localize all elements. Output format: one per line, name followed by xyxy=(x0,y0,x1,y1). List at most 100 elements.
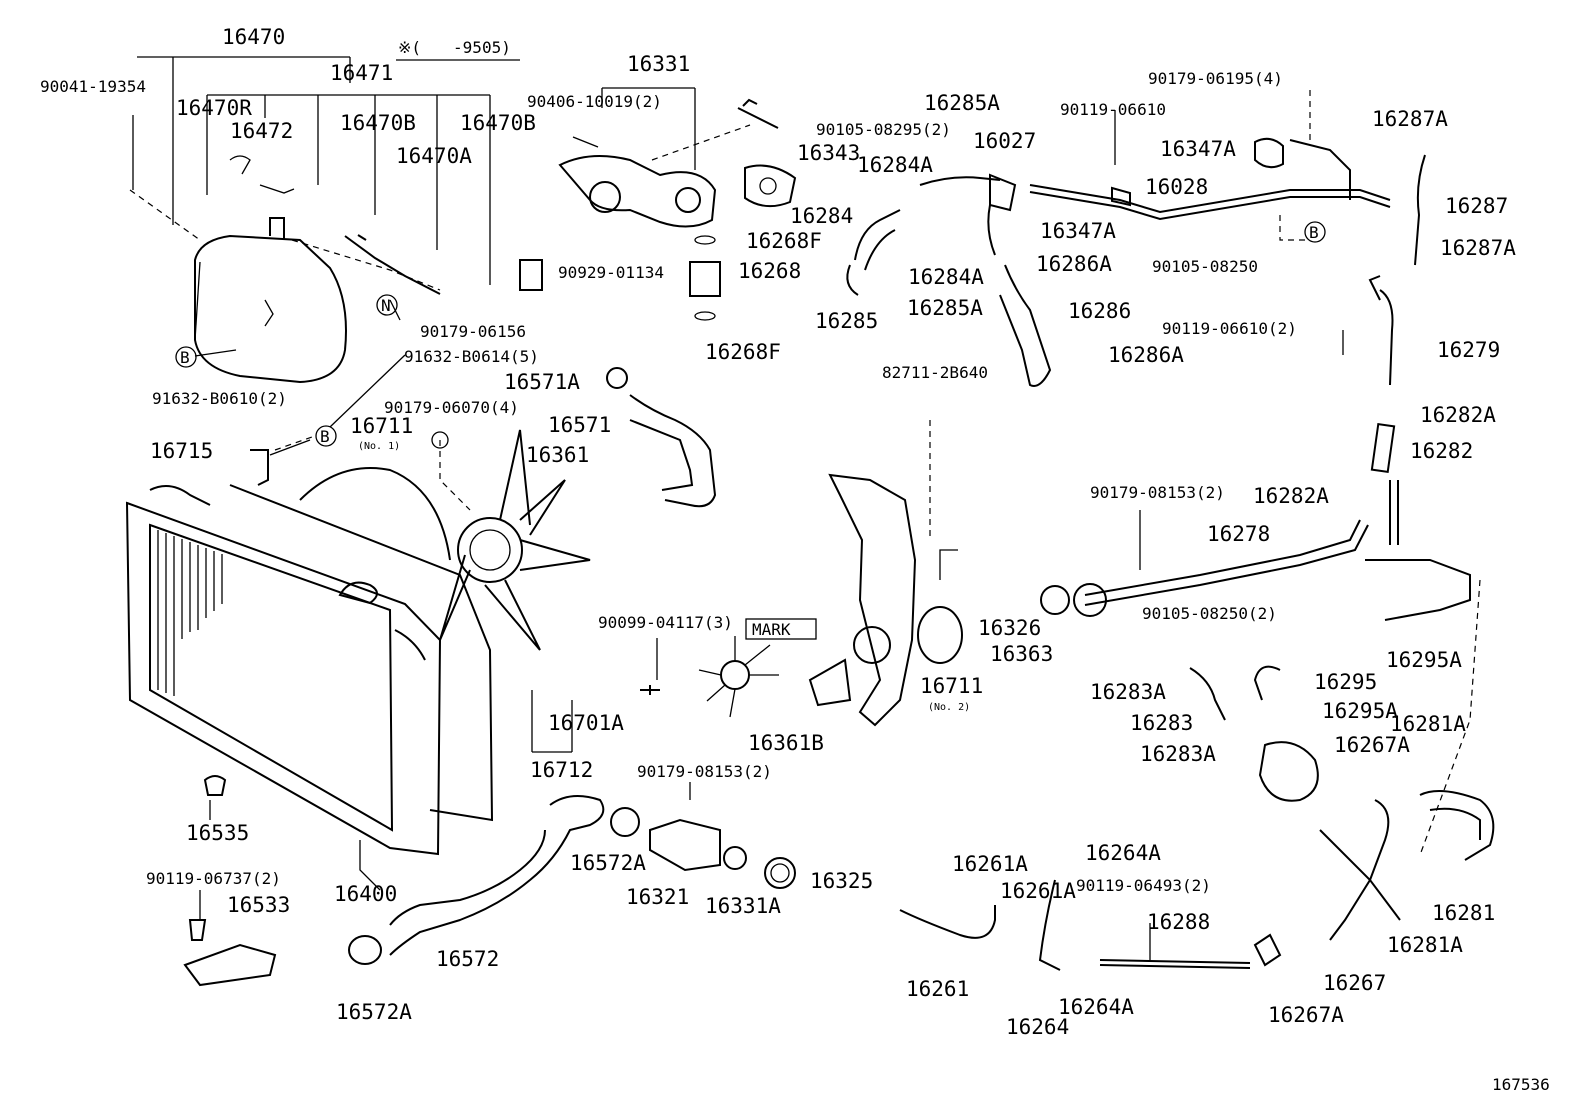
part-callout: 16472 xyxy=(230,119,293,143)
part-callout: 91632-B0610(2) xyxy=(152,389,287,408)
part-callout: 16268F xyxy=(705,340,781,364)
part-callout: 16715 xyxy=(150,439,213,463)
part-callout: 16281A xyxy=(1387,933,1463,957)
part-callout: 16361 xyxy=(526,443,589,467)
part-callout: 16571 xyxy=(548,413,611,437)
part-callout: 16286A xyxy=(1108,343,1184,367)
part-callout: 91632-B0614(5) xyxy=(404,347,539,366)
bracket-and-sensor xyxy=(808,473,963,727)
part-callout: 16470 xyxy=(222,25,285,49)
part-callout: 90119-06610 xyxy=(1060,100,1166,119)
part-callout: 16326 xyxy=(978,616,1041,640)
svg-text:B: B xyxy=(1309,223,1319,242)
part-callout: 90041-19354 xyxy=(40,77,146,96)
part-callout: 16283A xyxy=(1090,680,1166,704)
part-callout: 16285A xyxy=(924,91,1000,115)
reserve-tank-assembly xyxy=(194,155,441,384)
part-callout: 16282 xyxy=(1410,439,1473,463)
part-callout: 16571A xyxy=(504,370,580,394)
mark-label: MARK xyxy=(752,620,791,639)
part-callout: 90105-08250(2) xyxy=(1142,604,1277,623)
water-inlet-housing xyxy=(558,98,797,321)
part-callout: 16267A xyxy=(1268,1003,1344,1027)
part-callout: 90119-06610(2) xyxy=(1162,319,1297,338)
fan-assembly xyxy=(439,429,779,718)
part-callout: 90099-04117(3) xyxy=(598,613,733,632)
part-callout: 16287A xyxy=(1440,236,1516,260)
part-callout: 82711-2B640 xyxy=(882,363,988,382)
heater-pipe-16278 xyxy=(1040,275,1471,621)
part-callout: 16711 xyxy=(920,674,983,698)
svg-text:B: B xyxy=(180,348,190,367)
part-callout: 16347A xyxy=(1040,219,1116,243)
heater-hoses-lower xyxy=(899,665,1495,971)
part-callout: 16533 xyxy=(227,893,290,917)
circled-markers: N B B B xyxy=(175,221,1326,449)
part-callout: 16701A xyxy=(548,711,624,735)
part-callout: 16321 xyxy=(626,885,689,909)
part-callout: 16027 xyxy=(973,129,1036,153)
part-callout: 16572A xyxy=(336,1000,412,1024)
part-callout: 90119-06737(2) xyxy=(146,869,281,888)
part-callout: 16287A xyxy=(1372,107,1448,131)
part-callout: 16286A xyxy=(1036,252,1112,276)
part-callout: 16285 xyxy=(815,309,878,333)
svg-text:N: N xyxy=(381,296,391,315)
part-callout: 16363 xyxy=(990,642,1053,666)
part-callout: 16287 xyxy=(1445,194,1508,218)
part-callout: (No. 1) xyxy=(358,441,400,452)
part-callout: 16264A xyxy=(1085,841,1161,865)
figure-id: 167536 xyxy=(1492,1075,1550,1094)
part-callout: 90105-08250 xyxy=(1152,257,1258,276)
lower-hose xyxy=(348,795,796,965)
part-callout: 16572 xyxy=(436,947,499,971)
part-callout: 16361B xyxy=(748,731,824,755)
part-callout: 16284 xyxy=(790,204,853,228)
part-callout: 16282A xyxy=(1420,403,1496,427)
part-callout: 90105-08295(2) xyxy=(816,120,951,139)
part-callout: 16471 xyxy=(330,61,393,85)
part-callout: 16284A xyxy=(857,153,933,177)
part-callout: 16279 xyxy=(1437,338,1500,362)
part-callout: 16331 xyxy=(627,52,690,76)
part-callout: 16283 xyxy=(1130,711,1193,735)
part-callout: 16331A xyxy=(705,894,781,918)
part-callout: 90179-06156 xyxy=(420,322,526,341)
part-callout: 16343 xyxy=(797,141,860,165)
svg-text:B: B xyxy=(320,427,330,446)
upper-hose xyxy=(606,367,717,508)
part-callout: 90179-06195(4) xyxy=(1148,69,1283,88)
part-callout: 16264 xyxy=(1006,1015,1069,1039)
part-callout: 16261A xyxy=(1000,879,1076,903)
part-callout: 16470A xyxy=(396,144,472,168)
part-callout: 16711 xyxy=(350,414,413,438)
part-callout: 16267A xyxy=(1334,733,1410,757)
leader-lines xyxy=(132,56,1344,960)
part-callout: 16264A xyxy=(1058,995,1134,1019)
part-callout: 16261 xyxy=(906,977,969,1001)
part-callout: 90119-06493(2) xyxy=(1076,876,1211,895)
part-callout: 16267 xyxy=(1323,971,1386,995)
part-callout: 16470R xyxy=(176,96,252,120)
part-callout: 16281A xyxy=(1390,712,1466,736)
part-callout: 16288 xyxy=(1147,910,1210,934)
part-callout: 16572A xyxy=(570,851,646,875)
part-callout: 16295 xyxy=(1314,670,1377,694)
part-callout: 16295A xyxy=(1322,699,1398,723)
part-callout: 16281 xyxy=(1432,901,1495,925)
part-callout: 16268F xyxy=(746,229,822,253)
part-callout: 16286 xyxy=(1068,299,1131,323)
serial-note: ※( -9505) xyxy=(398,38,511,57)
bypass-hoses xyxy=(846,173,1052,387)
part-callout: 16282A xyxy=(1253,484,1329,508)
mark-box xyxy=(745,618,817,640)
part-callout: 90929-01134 xyxy=(558,263,664,282)
part-callout: 90179-06070(4) xyxy=(384,398,519,417)
part-callout: 16285A xyxy=(907,296,983,320)
part-callout: 90406-10019(2) xyxy=(527,92,662,111)
part-callout: 16325 xyxy=(810,869,873,893)
part-callout: 16470B xyxy=(460,111,536,135)
